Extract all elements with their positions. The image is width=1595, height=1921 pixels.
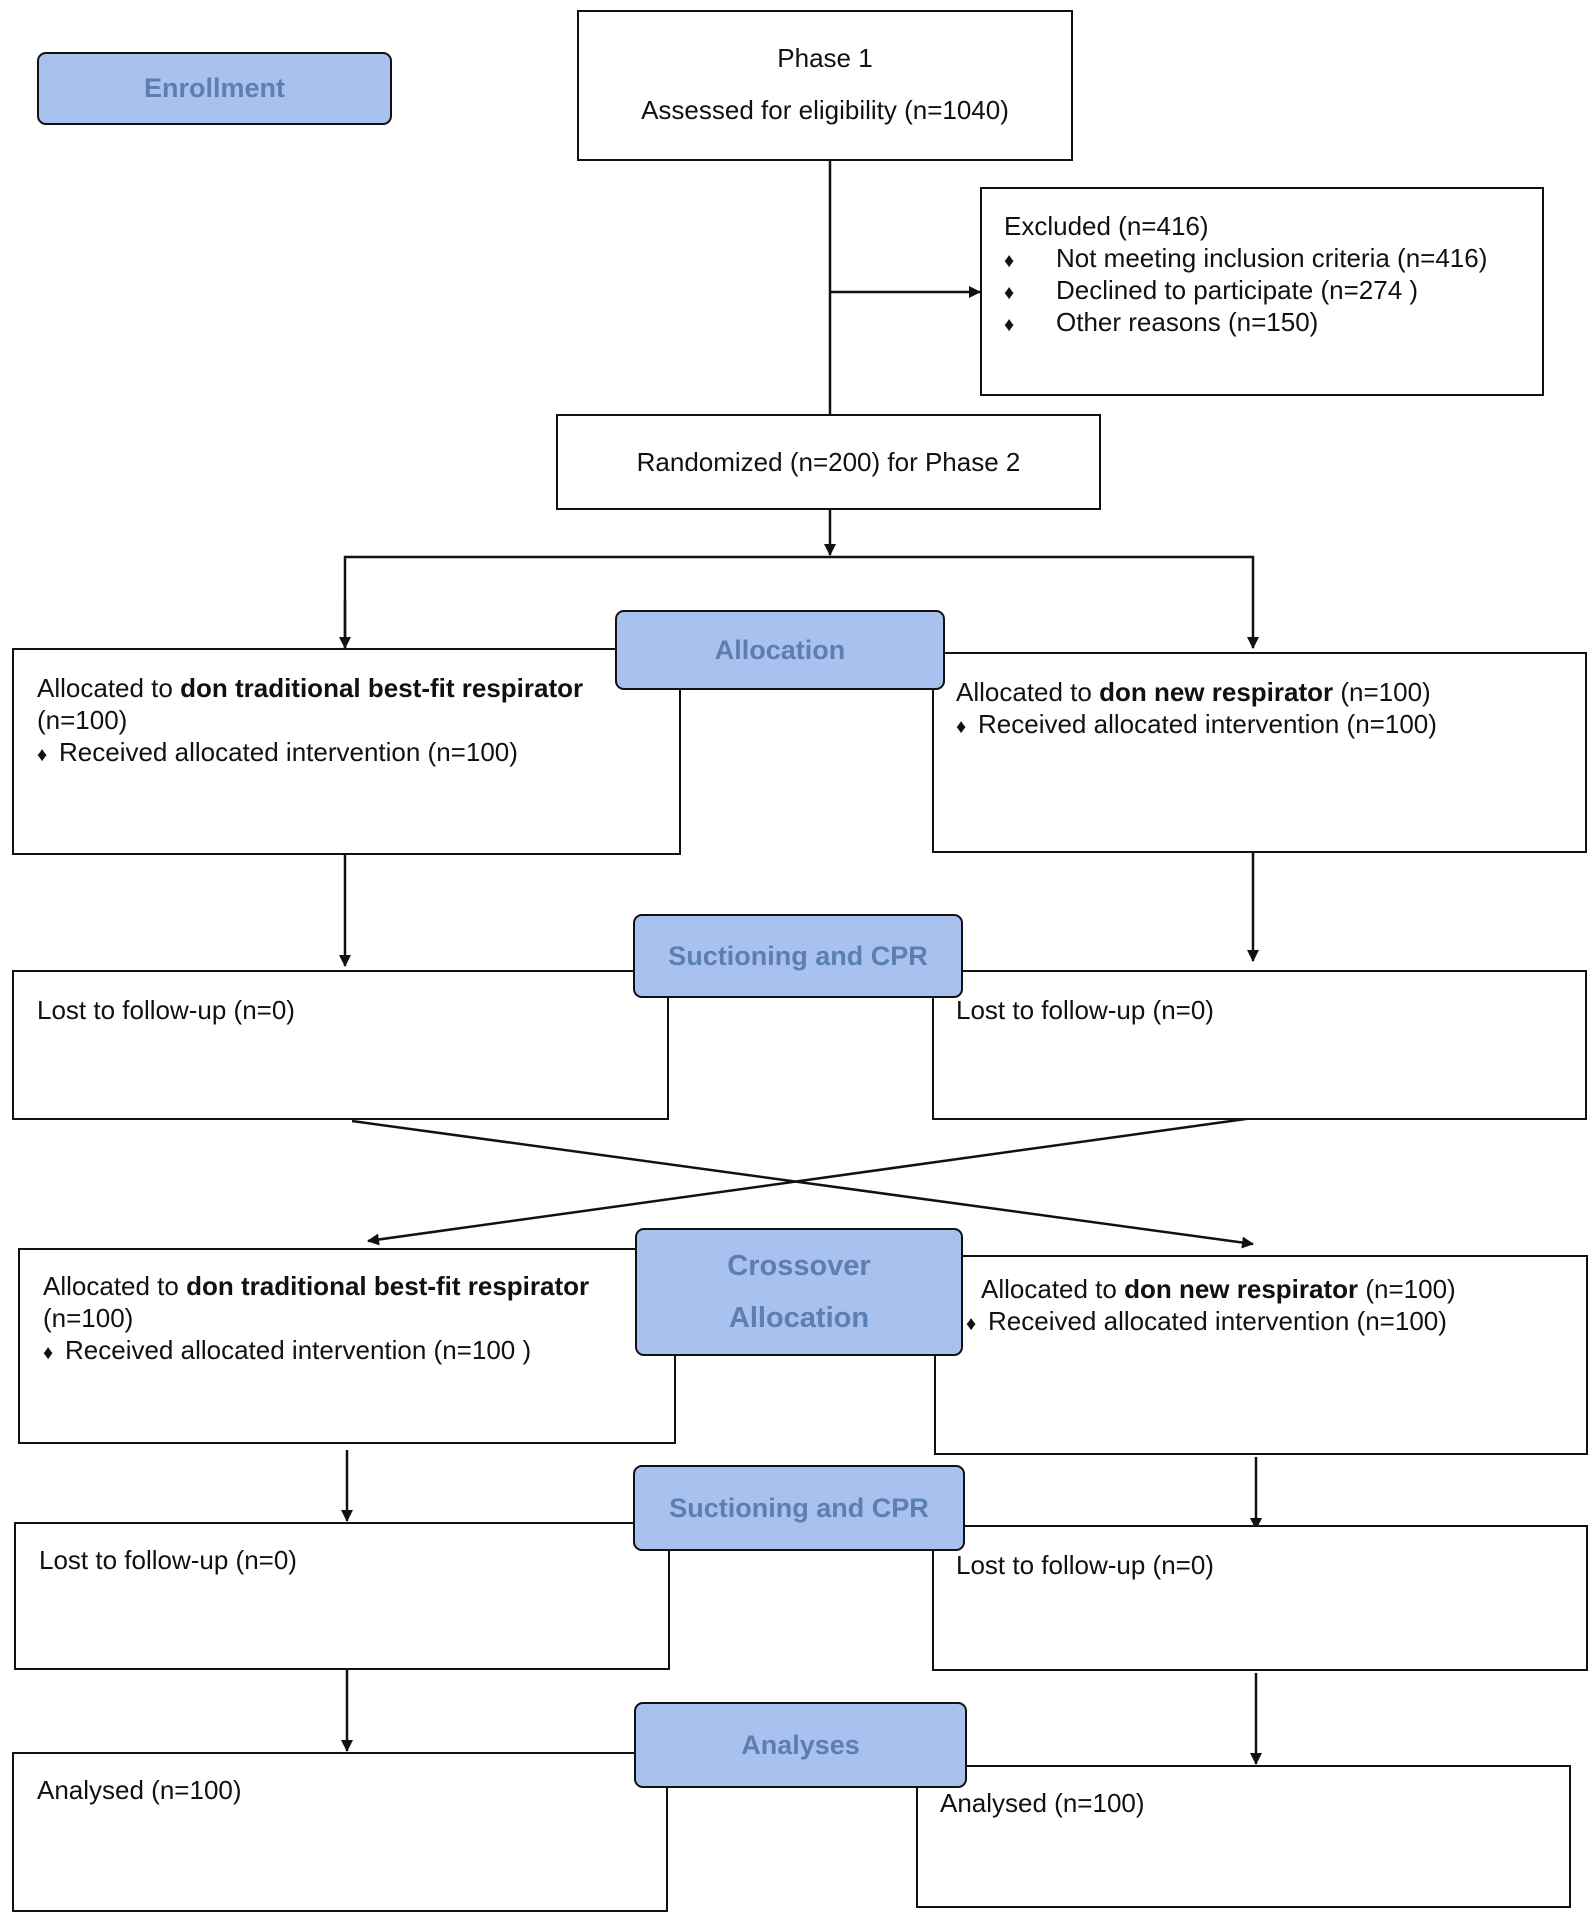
phase1-title: Phase 1 — [777, 43, 873, 73]
phase-label-suctioning-1: Suctioning and CPR — [633, 914, 963, 998]
arm-traditional-1-title: Allocated to don traditional best-fit re… — [37, 672, 583, 704]
crossover-line-left-to-right — [351, 1119, 1254, 1249]
lost-box-left-2: Lost to follow-up (n=0) — [14, 1522, 670, 1670]
received-label: Received allocated intervention (n=100) — [978, 709, 1437, 739]
excluded-item-label: Declined to participate (n=274 ) — [1056, 275, 1419, 305]
crossover-line2: Allocation — [728, 1302, 870, 1334]
arm-new-box-2: Allocated to don new respirator (n=100) … — [934, 1255, 1588, 1455]
diamond-bullet-icon: ♦ — [1004, 314, 1015, 336]
arm-prefix: Allocated to — [43, 1271, 187, 1301]
diamond-bullet-icon: ♦ — [37, 744, 48, 766]
analysed-right-label: Analysed (n=100) — [940, 1788, 1145, 1818]
excluded-item-label: Other reasons (n=150) — [1056, 307, 1319, 337]
excluded-item: ♦ Other reasons (n=150) — [1004, 306, 1318, 341]
phase-label-allocation: Allocation — [615, 610, 945, 690]
arm-new-1-received: ♦ Received allocated intervention (n=100) — [956, 708, 1437, 743]
analysed-box-left: Analysed (n=100) — [12, 1752, 668, 1912]
arm-traditional-2-received: ♦ Received allocated intervention (n=100 … — [43, 1334, 531, 1369]
excluded-title: Excluded (n=416) — [1004, 211, 1209, 241]
arm-new-1-title: Allocated to don new respirator (n=100) — [956, 676, 1431, 708]
phase-label-enrollment: Enrollment — [37, 52, 392, 125]
arm-count: (n=100) — [1358, 1274, 1456, 1304]
excluded-item: ♦ Not meeting inclusion criteria (n=416) — [1004, 242, 1487, 277]
arm-traditional-1-received: ♦ Received allocated intervention (n=100) — [37, 736, 518, 771]
arm-traditional-2-title: Allocated to don traditional best-fit re… — [43, 1270, 589, 1302]
lost-left-2-label: Lost to follow-up (n=0) — [39, 1545, 297, 1575]
lost-box-left-1: Lost to follow-up (n=0) — [12, 970, 669, 1120]
arm-traditional-box-2: Allocated to don traditional best-fit re… — [18, 1248, 676, 1444]
phase1-assessed: Assessed for eligibility (n=1040) — [641, 95, 1009, 125]
received-label: Received allocated intervention (n=100) — [59, 737, 518, 767]
phase-label-crossover-allocation: Crossover Allocation — [635, 1228, 963, 1356]
arm-prefix: Allocated to — [956, 677, 1100, 707]
arm-traditional-1-count: (n=100) — [37, 705, 128, 735]
analysed-box-right: Analysed (n=100) — [916, 1765, 1571, 1908]
arm-traditional-2-count: (n=100) — [43, 1303, 134, 1333]
lost-right-2-label: Lost to follow-up (n=0) — [956, 1550, 1214, 1580]
arm-new-2-received: ♦ Received allocated intervention (n=100) — [966, 1305, 1447, 1340]
arm-prefix: Allocated to — [981, 1274, 1125, 1304]
crossover-line1: Crossover — [727, 1250, 871, 1282]
arm-new-box-1: Allocated to don new respirator (n=100) … — [932, 652, 1587, 853]
randomized-box: Randomized (n=200) for Phase 2 — [556, 414, 1101, 510]
arm-intervention: don new respirator — [1124, 1274, 1359, 1304]
received-label: Received allocated intervention (n=100 ) — [65, 1335, 532, 1365]
arm-new-2-title: Allocated to don new respirator (n=100) — [981, 1273, 1456, 1305]
analysed-left-label: Analysed (n=100) — [37, 1775, 242, 1805]
diamond-bullet-icon: ♦ — [1004, 282, 1015, 304]
diamond-bullet-icon: ♦ — [956, 716, 967, 738]
phase1-box: Phase 1 Assessed for eligibility (n=1040… — [577, 10, 1073, 161]
phase-label-suctioning-2: Suctioning and CPR — [633, 1465, 965, 1551]
received-label: Received allocated intervention (n=100) — [988, 1306, 1447, 1336]
lost-left-1-label: Lost to follow-up (n=0) — [37, 995, 295, 1025]
arm-intervention: don traditional best-fit respirator — [186, 1271, 590, 1301]
lost-right-1-label: Lost to follow-up (n=0) — [956, 995, 1214, 1025]
excluded-item-label: Not meeting inclusion criteria (n=416) — [1056, 243, 1488, 273]
lost-box-right-1: Lost to follow-up (n=0) — [932, 970, 1587, 1120]
diamond-bullet-icon: ♦ — [966, 1313, 977, 1335]
excluded-item: ♦ Declined to participate (n=274 ) — [1004, 274, 1418, 309]
phase-label-analyses: Analyses — [634, 1702, 967, 1788]
arm-traditional-box-1: Allocated to don traditional best-fit re… — [12, 648, 681, 855]
diamond-bullet-icon: ♦ — [1004, 250, 1015, 272]
arm-intervention: don new respirator — [1099, 677, 1334, 707]
randomized-label: Randomized (n=200) for Phase 2 — [636, 447, 1021, 477]
lost-box-right-2: Lost to follow-up (n=0) — [932, 1525, 1588, 1671]
excluded-box: Excluded (n=416) ♦ Not meeting inclusion … — [980, 187, 1544, 396]
arm-intervention: don traditional best-fit respirator — [180, 673, 584, 703]
arm-prefix: Allocated to — [37, 673, 181, 703]
arm-count: (n=100) — [1333, 677, 1431, 707]
diamond-bullet-icon: ♦ — [43, 1342, 54, 1364]
crossover-line-right-to-left — [367, 1115, 1261, 1246]
